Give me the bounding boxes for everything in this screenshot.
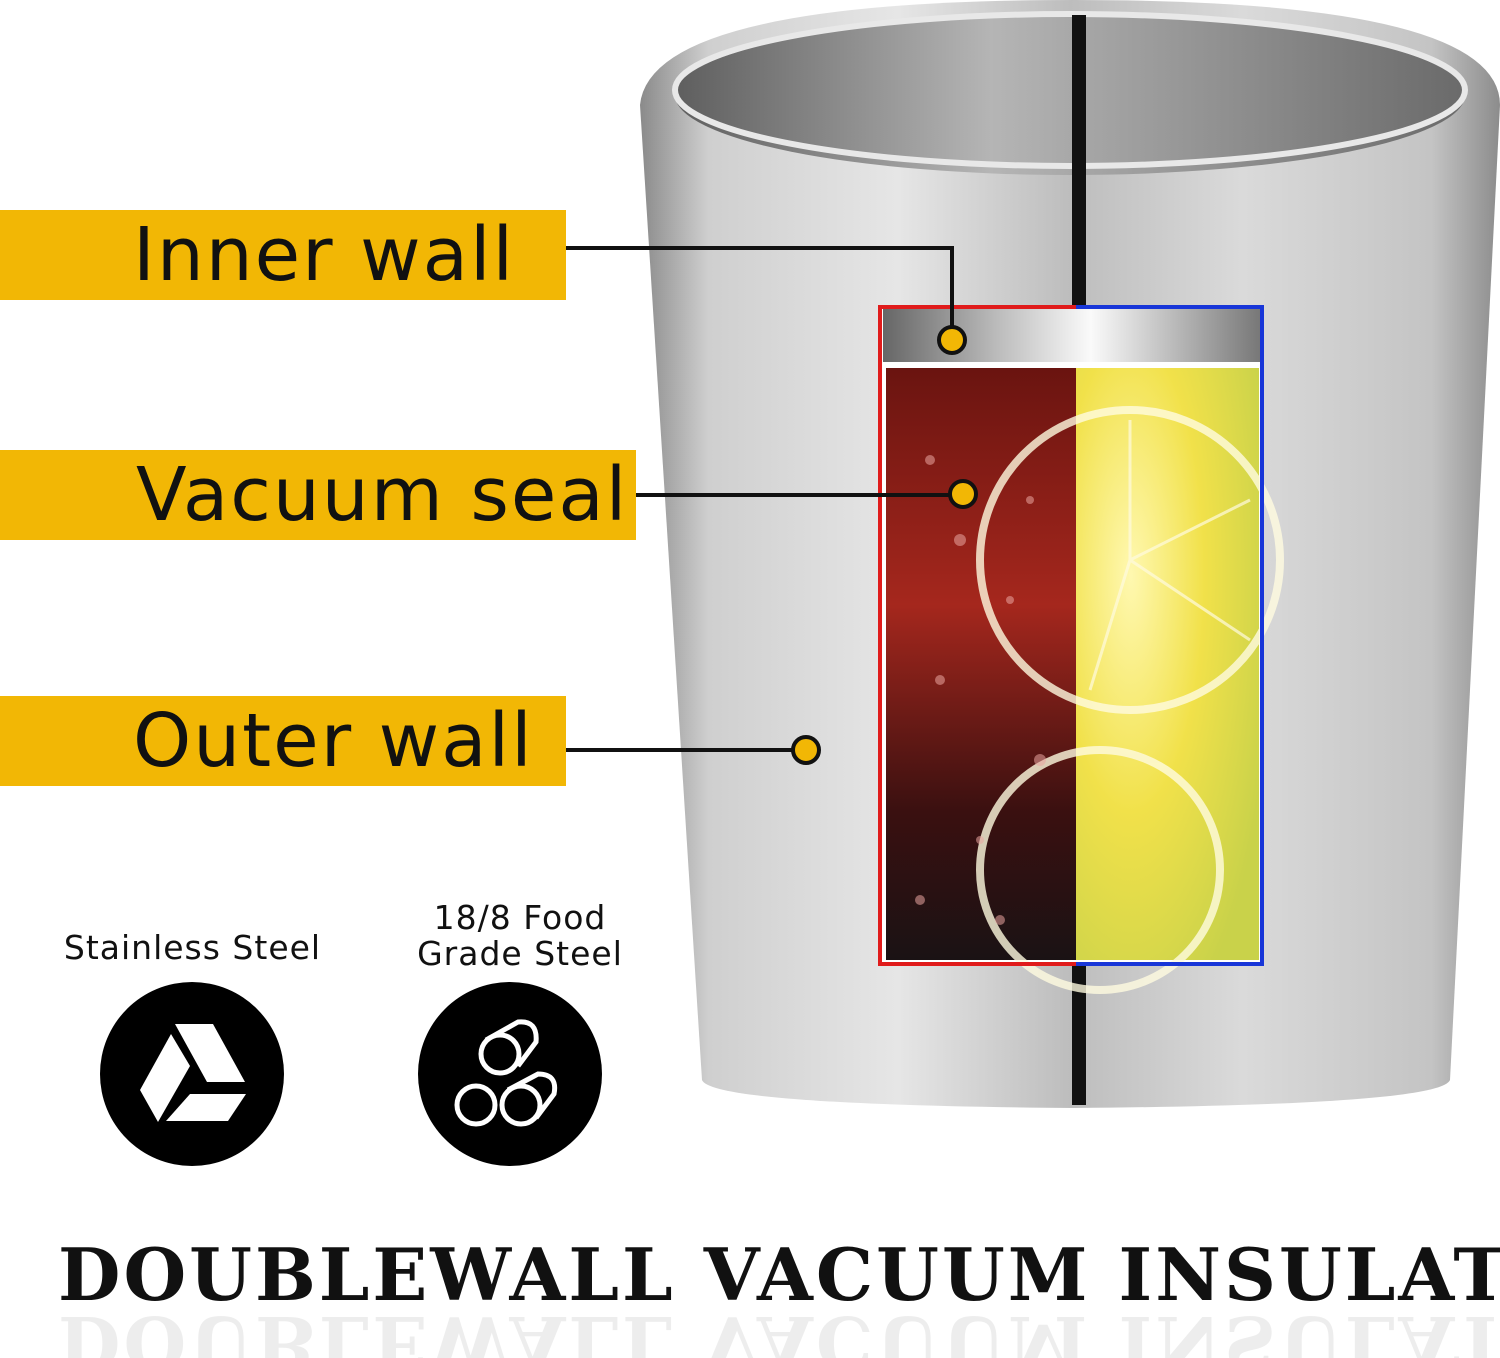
food-grade-line2: Grade Steel [417, 934, 623, 973]
vacuum-seal-label: Vacuum seal [0, 450, 636, 540]
steel-pipes-icon [418, 982, 602, 1166]
food-grade-label: 18/8 Food Grade Steel [390, 900, 650, 972]
food-grade-line1: 18/8 Food [433, 898, 607, 937]
inner-wall-label: Inner wall [0, 210, 566, 300]
outer-wall-text: Outer wall [133, 698, 534, 784]
outer-wall-marker [791, 735, 821, 765]
outer-wall-label: Outer wall [0, 696, 566, 786]
headline-reflection: DOUBLEWALL VACUUM INSULATION [58, 1300, 1500, 1358]
inner-wall-text: Inner wall [133, 212, 516, 298]
vacuum-seal-marker [948, 479, 978, 509]
inner-wall-marker [937, 325, 967, 355]
vacuum-seal-text: Vacuum seal [136, 452, 629, 538]
headline: DOUBLEWALL VACUUM INSULATION [58, 1232, 1500, 1317]
stainless-steel-label: Stainless Steel [63, 928, 322, 967]
triangle-prism-icon [100, 982, 284, 1166]
